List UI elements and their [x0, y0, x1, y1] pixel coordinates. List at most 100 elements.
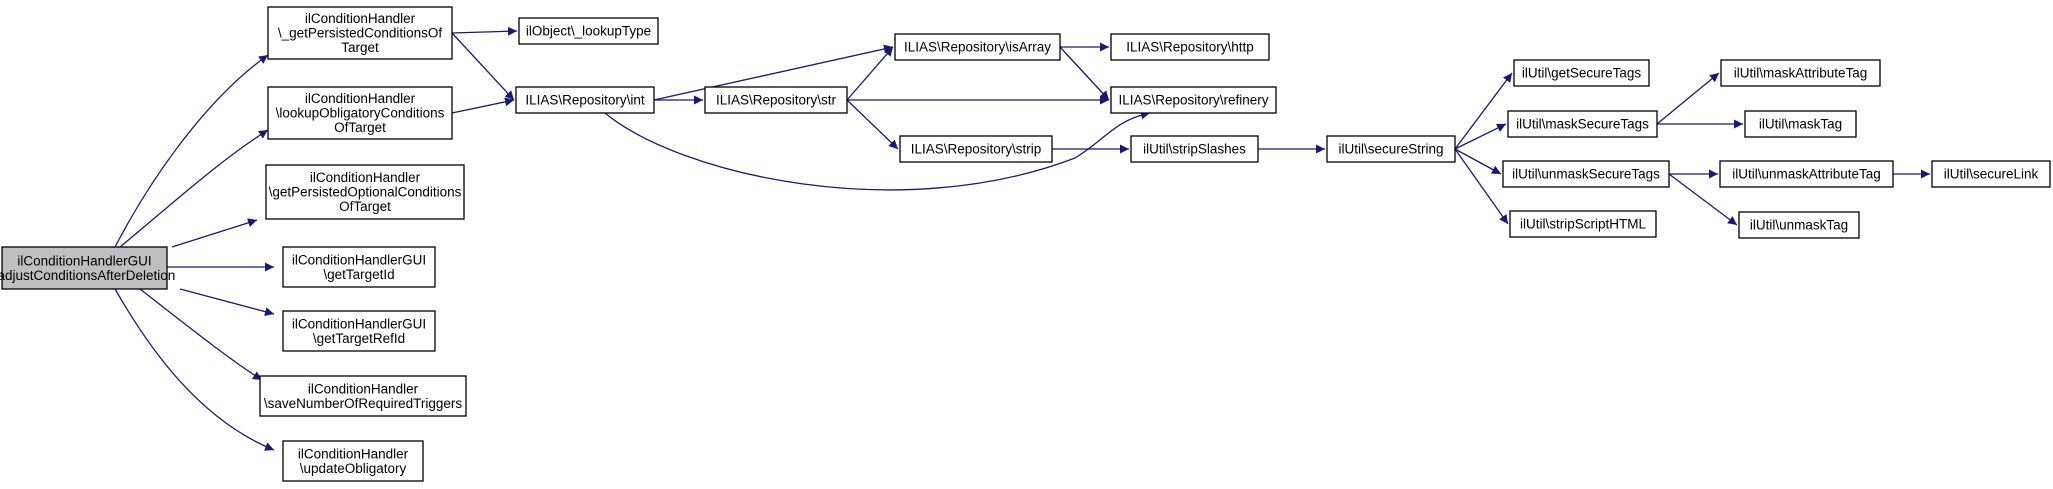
node-box[interactable] — [1931, 160, 2051, 188]
edge-arrow — [1668, 173, 1738, 226]
node-label: ILIAS\Repository\str — [716, 93, 837, 108]
node-str[interactable]: ILIAS\Repository\str — [704, 86, 848, 114]
node-label: ILIAS\Repository\http — [1126, 40, 1254, 55]
node-sec[interactable]: ilUtil\secureString — [1326, 135, 1456, 163]
edge-umst-umt — [1668, 173, 1738, 226]
node-box[interactable] — [894, 33, 1061, 61]
edge-arrow — [1656, 72, 1720, 125]
node-label: ILIAS\Repository\strip — [911, 142, 1042, 157]
edge-arrow — [171, 218, 258, 248]
edge-int-isarr — [653, 44, 894, 101]
node-box[interactable] — [1502, 160, 1670, 188]
edge-arrow — [119, 129, 269, 248]
edge-root-gpocot — [171, 218, 258, 248]
node-mst[interactable]: ilUtil\maskSecureTags — [1507, 110, 1658, 138]
node-sl[interactable]: ilUtil\secureLink — [1931, 160, 2051, 188]
node-label: OfTarget — [334, 120, 386, 135]
node-locot[interactable]: ilConditionHandler\lookupObligatoryCondi… — [267, 86, 453, 140]
node-snort[interactable]: ilConditionHandler\saveNumberOfRequiredT… — [259, 375, 467, 417]
node-box[interactable] — [282, 310, 436, 352]
nodes-layer: ilConditionHandlerGUI\adjustConditionsAf… — [0, 6, 2051, 482]
edge-arrow — [114, 288, 275, 451]
node-box[interactable] — [1719, 160, 1894, 188]
node-label: ilConditionHandler — [298, 446, 409, 461]
node-ssh[interactable]: ilUtil\stripScriptHTML — [1509, 210, 1657, 238]
node-umat[interactable]: ilUtil\unmaskAttributeTag — [1719, 160, 1894, 188]
edge-arrow — [653, 44, 894, 101]
node-gpcot[interactable]: ilConditionHandler\_getPersistedConditio… — [267, 6, 453, 60]
node-box[interactable] — [1110, 86, 1277, 114]
node-label: ilConditionHandler — [310, 170, 421, 185]
edge-arrow — [1454, 148, 1509, 225]
edge-int-ref — [604, 110, 1151, 191]
node-label: \getTargetRefId — [313, 331, 405, 346]
node-box[interactable] — [1130, 135, 1259, 163]
node-lookup[interactable]: ilObject\_lookupType — [518, 17, 659, 45]
node-label: \_getPersistedConditionsOf — [278, 26, 443, 41]
edge-root-gtrid — [179, 288, 275, 317]
node-label: ilConditionHandler — [305, 91, 416, 106]
node-label: ilUtil\secureLink — [1944, 167, 2039, 182]
node-box[interactable] — [1720, 59, 1881, 87]
node-box[interactable] — [282, 246, 436, 288]
node-box[interactable] — [899, 135, 1053, 163]
node-box[interactable] — [1744, 110, 1857, 138]
edge-arrow — [451, 97, 515, 114]
node-box[interactable] — [1507, 110, 1658, 138]
edge-arrow — [1454, 123, 1507, 150]
node-box[interactable] — [265, 164, 465, 220]
node-box[interactable] — [259, 375, 467, 417]
node-umst[interactable]: ilUtil\unmaskSecureTags — [1502, 160, 1670, 188]
node-box[interactable] — [704, 86, 848, 114]
node-box[interactable] — [267, 6, 453, 60]
node-root[interactable]: ilConditionHandlerGUI\adjustConditionsAf… — [0, 246, 175, 290]
edge-sec-ssh — [1454, 148, 1509, 225]
node-gpocot[interactable]: ilConditionHandler\getPersistedOptionalC… — [265, 164, 465, 220]
node-umt[interactable]: ilUtil\unmaskTag — [1738, 211, 1860, 239]
edge-str-isarr — [846, 46, 894, 101]
node-label: ilConditionHandlerGUI — [292, 252, 426, 267]
node-label: \getPersistedOptionalConditions — [269, 185, 462, 200]
node-ss[interactable]: ilUtil\stripSlashes — [1130, 135, 1259, 163]
node-http[interactable]: ILIAS\Repository\http — [1110, 33, 1270, 61]
edge-root-locot — [119, 129, 269, 248]
edge-arrow — [846, 99, 899, 150]
node-label: ilConditionHandlerGUI — [17, 253, 151, 268]
node-label: ilUtil\stripScriptHTML — [1520, 217, 1647, 232]
edge-arrow — [451, 32, 515, 101]
node-box[interactable] — [1, 246, 168, 290]
node-label: ilUtil\unmaskTag — [1750, 218, 1848, 233]
node-int[interactable]: ILIAS\Repository\int — [515, 86, 655, 114]
node-label: ilUtil\secureString — [1338, 142, 1443, 157]
edge-arrow — [1454, 72, 1513, 150]
node-label: ilUtil\maskSecureTags — [1516, 117, 1649, 132]
node-box[interactable] — [1513, 59, 1650, 87]
node-isarr[interactable]: ILIAS\Repository\isArray — [894, 33, 1061, 61]
node-box[interactable] — [267, 86, 453, 140]
node-box[interactable] — [1326, 135, 1456, 163]
node-gtid[interactable]: ilConditionHandlerGUI\getTargetId — [282, 246, 436, 288]
node-ref[interactable]: ILIAS\Repository\refinery — [1110, 86, 1277, 114]
node-box[interactable] — [515, 86, 655, 114]
node-gst[interactable]: ilUtil\getSecureTags — [1513, 59, 1650, 87]
node-gtrid[interactable]: ilConditionHandlerGUI\getTargetRefId — [282, 310, 436, 352]
node-label: OfTarget — [339, 199, 391, 214]
node-box[interactable] — [1110, 33, 1270, 61]
edge-arrow — [114, 54, 269, 248]
node-box[interactable] — [518, 17, 659, 45]
node-mat[interactable]: ilUtil\maskAttributeTag — [1720, 59, 1881, 87]
node-strip[interactable]: ILIAS\Repository\strip — [899, 135, 1053, 163]
edge-gpcot-lookup — [451, 26, 518, 36]
node-label: ilUtil\unmaskSecureTags — [1512, 167, 1660, 182]
edge-root-gpcot — [114, 54, 269, 248]
node-label: ilUtil\stripSlashes — [1143, 142, 1246, 157]
node-box[interactable] — [1509, 210, 1657, 238]
node-box[interactable] — [1738, 211, 1860, 239]
edge-root-uobl — [114, 288, 275, 451]
node-mt[interactable]: ilUtil\maskTag — [1744, 110, 1857, 138]
node-uobl[interactable]: ilConditionHandler\updateObligatory — [282, 440, 424, 482]
node-box[interactable] — [282, 440, 424, 482]
edge-arrow — [179, 288, 275, 317]
node-label: \lookupObligatoryConditions — [276, 106, 445, 121]
edge-locot-int — [451, 97, 515, 114]
